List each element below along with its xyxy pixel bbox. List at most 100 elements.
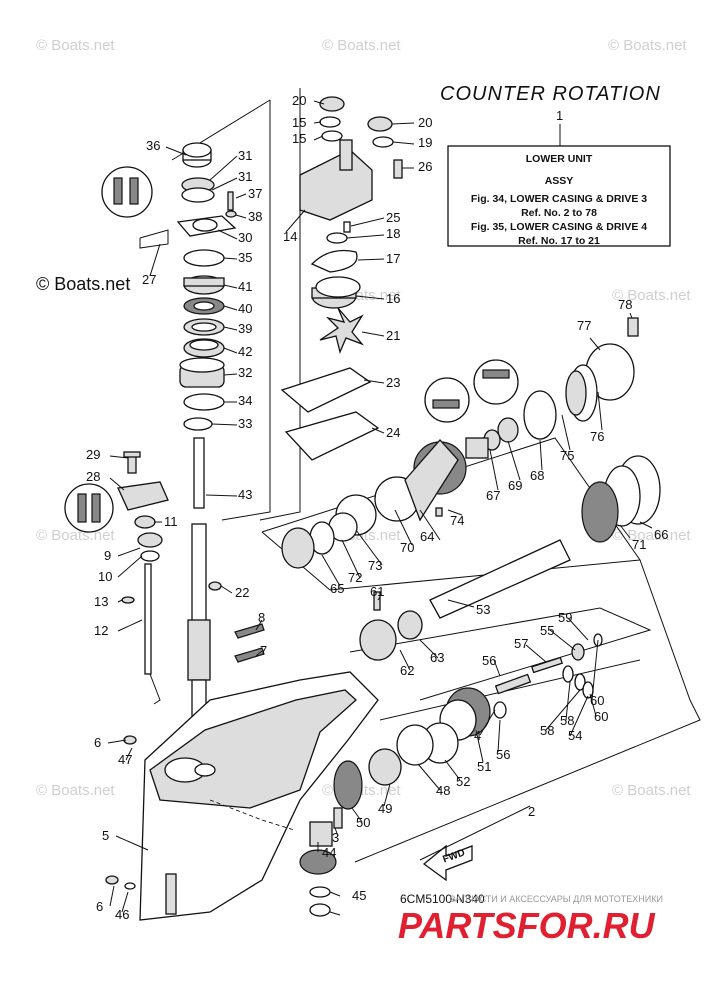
- leader-line: [205, 494, 238, 497]
- leader-line: [223, 257, 238, 260]
- leader-line: [285, 209, 306, 233]
- callout-69: 69: [508, 478, 522, 493]
- leader-line: [109, 477, 125, 491]
- drawing-code: 6CM5100-N340: [400, 892, 485, 906]
- callout-23: 23: [386, 375, 400, 390]
- banner-brand: PARTSFOR.RU: [398, 905, 656, 946]
- driveshaft-assembly: [101, 142, 237, 721]
- callout-64: 64: [420, 529, 434, 544]
- leader-line: [223, 373, 238, 376]
- leader-line: [117, 547, 141, 557]
- water-pump-assembly: [280, 96, 403, 461]
- leader-line: [493, 659, 501, 677]
- leader-line: [223, 305, 238, 311]
- leader-line: [109, 455, 129, 459]
- callout-19: 19: [418, 135, 432, 150]
- callout-60: 60: [590, 693, 604, 708]
- callout-60: 60: [594, 709, 608, 724]
- callout-4: 4: [474, 728, 481, 743]
- callout-18: 18: [386, 226, 400, 241]
- copyright-watermark: © Boats.net: [36, 274, 130, 294]
- callout-34: 34: [238, 393, 252, 408]
- leader-line: [117, 599, 123, 603]
- callout-74: 74: [450, 513, 464, 528]
- callout-78: 78: [618, 297, 632, 312]
- leader-line: [419, 805, 531, 861]
- callout-38: 38: [248, 209, 262, 224]
- callout-24: 24: [386, 425, 400, 440]
- callout-67: 67: [486, 488, 500, 503]
- callout-59: 59: [558, 610, 572, 625]
- leader-line: [444, 759, 461, 781]
- callout-44: 44: [322, 845, 336, 860]
- lower-casing: [105, 671, 379, 921]
- leader-line: [392, 141, 415, 145]
- watermark: © Boats.net: [612, 287, 691, 304]
- leader-line: [211, 177, 238, 191]
- leader-line: [357, 258, 385, 261]
- leader-line: [589, 337, 601, 351]
- leader-line: [341, 539, 361, 579]
- callout-43: 43: [238, 487, 252, 502]
- callout-6: 6: [96, 899, 103, 914]
- callout-25: 25: [386, 210, 400, 225]
- watermark: © Boats.net: [36, 782, 115, 799]
- callout-labels: 3631313738302735414039423234334320151520…: [86, 93, 668, 922]
- callout-52: 52: [456, 774, 470, 789]
- leader-line: [355, 295, 385, 300]
- leader-line: [329, 911, 341, 916]
- callout-26: 26: [418, 159, 432, 174]
- leader-line: [545, 689, 581, 731]
- watermark: © Boats.net: [36, 527, 115, 544]
- leader-line: [115, 835, 149, 851]
- leader-line: [489, 449, 499, 491]
- callout-65: 65: [330, 581, 344, 596]
- watermark: © Boats.net: [36, 37, 115, 54]
- callout-20: 20: [292, 93, 306, 108]
- leader-line: [117, 555, 143, 578]
- callout-2: 2: [528, 804, 535, 819]
- callout-42: 42: [238, 344, 252, 359]
- leader-line: [125, 747, 133, 761]
- leader-line: [417, 763, 441, 791]
- leader-line: [629, 312, 633, 319]
- callout-76: 76: [590, 429, 604, 444]
- callout-71: 71: [632, 537, 646, 552]
- leader-line: [371, 427, 385, 434]
- leader-line: [255, 650, 263, 657]
- leader-line: [235, 193, 247, 199]
- leader-line: [419, 639, 439, 659]
- callout-10: 10: [98, 569, 112, 584]
- callout-39: 39: [238, 321, 252, 336]
- callout-55: 55: [540, 623, 554, 638]
- callout-47: 47: [118, 752, 132, 767]
- callout-8: 8: [258, 610, 265, 625]
- callout-9: 9: [104, 548, 111, 563]
- callout-61: 61: [370, 584, 384, 599]
- callout-21: 21: [386, 328, 400, 343]
- leader-line: [591, 639, 599, 701]
- callout-15: 15: [292, 115, 306, 130]
- callout-72: 72: [348, 570, 362, 585]
- callout-16: 16: [386, 291, 400, 306]
- leader-line: [109, 885, 115, 907]
- watermark: © Boats.net: [608, 37, 687, 54]
- leader-lines: [107, 100, 653, 916]
- leader-line: [149, 243, 161, 277]
- leader-line: [220, 585, 233, 594]
- leader-line: [346, 234, 385, 239]
- leader-line: [391, 122, 415, 125]
- callout-75: 75: [560, 448, 574, 463]
- leader-line: [223, 326, 238, 331]
- callout-56: 56: [482, 653, 496, 668]
- leader-line: [313, 100, 325, 105]
- assy-line: LOWER UNIT: [526, 153, 593, 165]
- callout-48: 48: [436, 783, 450, 798]
- leader-line: [334, 827, 339, 837]
- callout-51: 51: [477, 759, 491, 774]
- banner-subtitle: ЗАПЧАСТИ И АКСЕССУАРЫ ДЛЯ МОТОТЕХНИКИ: [450, 894, 663, 904]
- callout-35: 35: [238, 250, 252, 265]
- callout-13: 13: [94, 594, 108, 609]
- callout-28: 28: [86, 469, 100, 484]
